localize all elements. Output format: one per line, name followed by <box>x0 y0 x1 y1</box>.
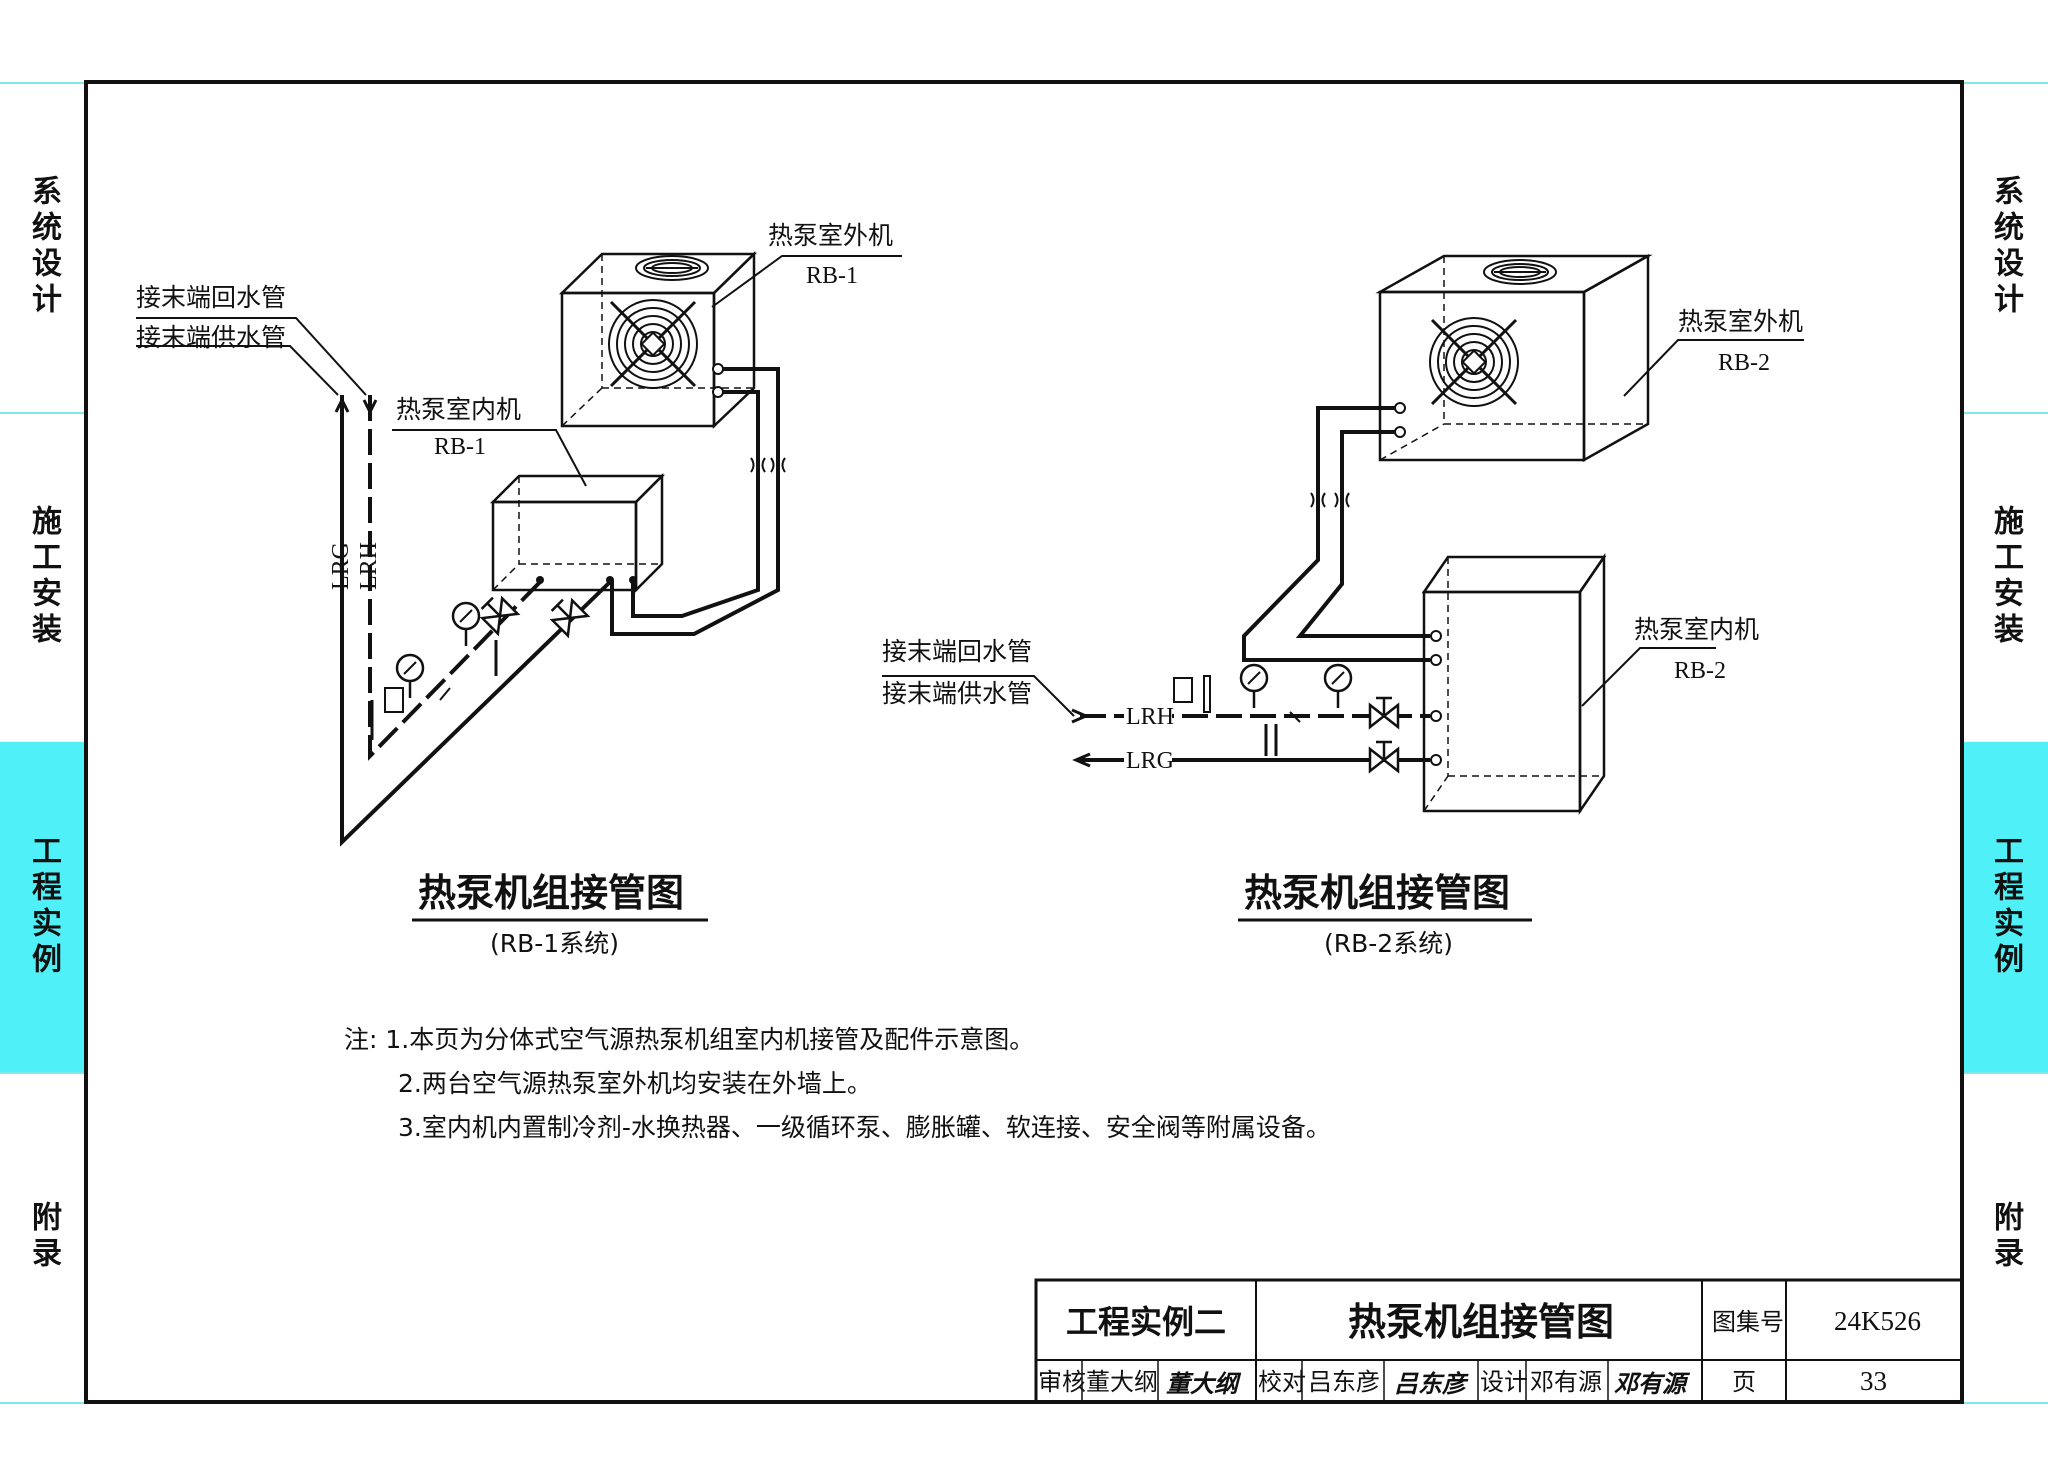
side-tab-label: 工程实例 <box>26 835 61 979</box>
rb1-outdoor-unit <box>558 251 758 429</box>
rb2-lrh-label: LRH <box>1126 704 1174 730</box>
rb2-outdoor-code: RB-2 <box>1718 350 1770 376</box>
rb2-supply-pipe-label: 接末端供水管 <box>882 679 1032 708</box>
fan-icon <box>607 298 699 390</box>
valve-icon <box>1368 740 1400 773</box>
tb-review-label: 审核 <box>1038 1368 1086 1396</box>
side-tab-system-design[interactable]: 系统设计 <box>0 82 86 412</box>
rb1-indoor-label: 热泵室内机 <box>396 395 521 424</box>
tb-reviewer: 董大纲 <box>1086 1368 1158 1396</box>
rb1-outdoor-code: RB-1 <box>806 263 858 289</box>
side-tab-label: 施工安装 <box>1988 505 2023 649</box>
tb-reviewer-signature: 董大纲 <box>1166 1369 1242 1398</box>
side-tab-label: 施工安装 <box>26 505 61 649</box>
rb2-return-pipe-label: 接末端回水管 <box>882 637 1032 666</box>
tb-check-label: 校对 <box>1258 1368 1306 1396</box>
tb-design-label: 设计 <box>1480 1368 1528 1396</box>
rb2-caption: 热泵机组接管图 <box>1244 871 1510 915</box>
tab-divider <box>1962 412 2048 414</box>
side-tab-construction[interactable]: 施工安装 <box>0 412 86 742</box>
pressure-gauge-icon <box>1239 663 1269 710</box>
tab-divider <box>0 1072 86 1074</box>
side-tab-appendix[interactable]: 附录 <box>1962 1072 2048 1402</box>
sheet-border <box>84 80 1964 1404</box>
rb2-lrg-label: LRG <box>1126 748 1174 774</box>
rb1-lrh-label: LRH <box>356 542 382 590</box>
rb1-supply-pipe-label: 接末端供水管 <box>136 323 286 352</box>
tb-atlas-label: 图集号 <box>1712 1308 1784 1336</box>
tb-designer-signature: 邓有源 <box>1614 1369 1691 1398</box>
tb-project: 工程实例二 <box>1066 1303 1226 1341</box>
side-tab-construction[interactable]: 施工安装 <box>1962 412 2048 742</box>
arrow-down-icon <box>362 399 378 413</box>
arrow-up-icon <box>334 399 350 413</box>
rb1-lrg-label: LRG <box>328 542 354 590</box>
valve-icon <box>1368 696 1400 729</box>
rb1-lrh-pipe <box>368 395 542 761</box>
rb1-indoor-code: RB-1 <box>434 434 486 460</box>
tab-divider <box>1962 1402 2048 1404</box>
rb2-outdoor-unit <box>1375 253 1653 463</box>
vent-icon <box>1483 259 1557 285</box>
rb1-return-pipe-label: 接末端回水管 <box>136 283 286 312</box>
rb2-subcaption: (RB-2系统) <box>1324 929 1453 958</box>
tab-divider <box>0 412 86 414</box>
rb1-diagram <box>136 251 902 847</box>
side-tab-system-design[interactable]: 系统设计 <box>1962 82 2048 412</box>
side-tab-appendix[interactable]: 附录 <box>0 1072 86 1402</box>
side-tab-label: 附录 <box>1988 1201 2023 1273</box>
side-tab-label: 系统设计 <box>1988 175 2023 319</box>
tb-checker-signature: 吕东彦 <box>1394 1369 1469 1398</box>
note-2: 2.两台空气源热泵室外机均安装在外墙上。 <box>398 1069 872 1098</box>
tb-page-no: 33 <box>1860 1366 1887 1396</box>
rb1-subcaption: (RB-1系统) <box>490 929 619 958</box>
tb-designer: 邓有源 <box>1530 1368 1602 1396</box>
arrow-right-icon <box>1071 708 1090 724</box>
tb-checker: 吕东彦 <box>1308 1368 1380 1396</box>
rb2-diagram <box>882 253 1804 816</box>
valve-icon <box>476 592 519 635</box>
rb1-indoor-unit <box>489 472 666 594</box>
rb2-indoor-unit <box>1421 552 1607 816</box>
arrow-left-icon <box>1072 752 1091 768</box>
thermometer-icon <box>1173 677 1193 703</box>
tb-drawing-title: 热泵机组接管图 <box>1348 1300 1614 1344</box>
thermometer-icon <box>384 687 404 713</box>
pressure-gauge-icon <box>451 601 481 648</box>
tab-divider <box>1962 1072 2048 1074</box>
fan-icon <box>1428 316 1520 408</box>
rb2-refrigerant-pipes <box>1242 406 1430 662</box>
note-1: 注: 1.本页为分体式空气源热泵机组室内机接管及配件示意图。 <box>344 1025 1034 1054</box>
rb1-water-pipes <box>340 395 612 847</box>
tab-divider <box>0 1402 86 1404</box>
vent-icon <box>635 255 709 281</box>
tb-atlas-no: 24K526 <box>1834 1306 1921 1336</box>
rb1-refrigerant-pipes <box>610 367 780 636</box>
rb2-indoor-code: RB-2 <box>1674 658 1726 684</box>
side-tab-label: 附录 <box>26 1201 61 1273</box>
side-tab-label: 系统设计 <box>26 175 61 319</box>
rb2-outdoor-label: 热泵室外机 <box>1678 307 1803 336</box>
side-tab-project-examples[interactable]: 工程实例 <box>1962 742 2048 1072</box>
rb1-caption: 热泵机组接管图 <box>418 871 684 915</box>
rb2-indoor-label: 热泵室内机 <box>1634 615 1759 644</box>
note-3: 3.室内机内置制冷剂-水换热器、一级循环泵、膨胀罐、软连接、安全阀等附属设备。 <box>398 1113 1331 1142</box>
tab-divider <box>0 82 86 84</box>
side-tab-project-examples[interactable]: 工程实例 <box>0 742 86 1072</box>
title-block <box>1034 1278 1964 1404</box>
side-tab-label: 工程实例 <box>1988 835 2023 979</box>
tab-divider <box>1962 82 2048 84</box>
valve-icon <box>546 594 589 637</box>
tb-page-label: 页 <box>1732 1368 1756 1396</box>
rb1-outdoor-label: 热泵室外机 <box>768 221 893 250</box>
pressure-gauge-icon <box>1323 663 1353 710</box>
